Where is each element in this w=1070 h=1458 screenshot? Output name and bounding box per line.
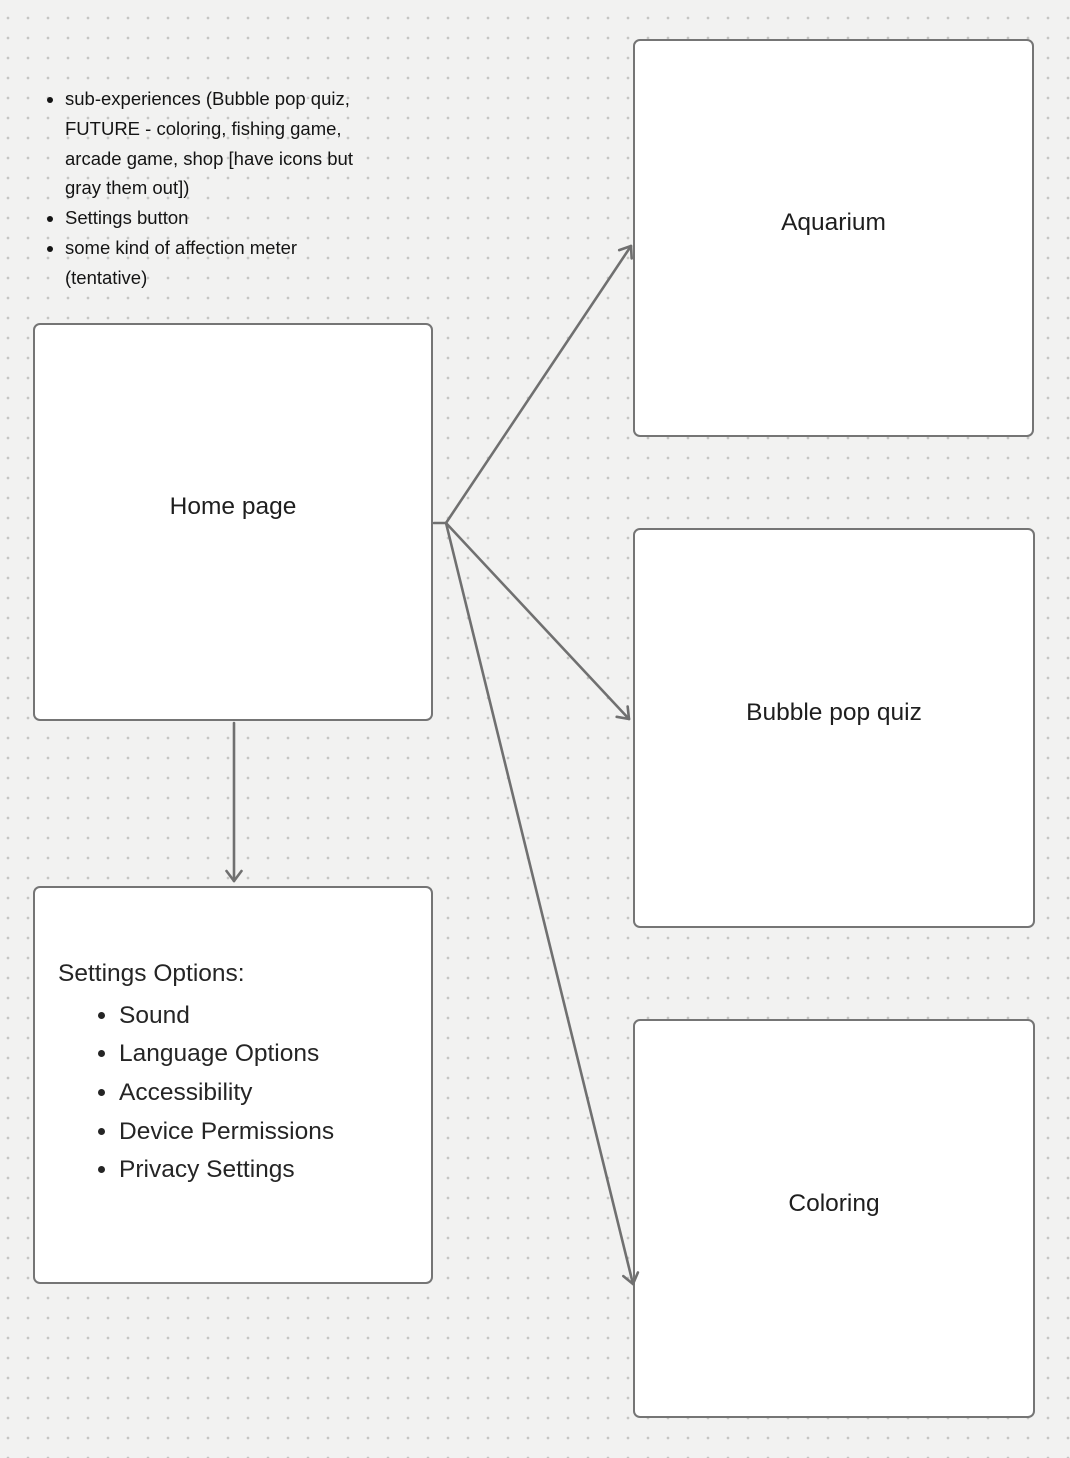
- notes-list: sub-experiences (Bubble pop quiz, FUTURE…: [28, 84, 380, 293]
- arrow-home-to-aquarium[interactable]: [444, 244, 633, 525]
- list-item: Privacy Settings: [119, 1151, 411, 1190]
- node-bubble-pop-quiz[interactable]: Bubble pop quiz: [633, 528, 1035, 928]
- node-coloring-label: Coloring: [788, 1189, 880, 1217]
- arrow-home-to-bubble-quiz[interactable]: [444, 521, 631, 721]
- list-item: Sound: [119, 997, 411, 1036]
- settings-options-list: SoundLanguage OptionsAccessibilityDevice…: [58, 997, 411, 1190]
- settings-options-heading: Settings Options:: [58, 960, 245, 987]
- list-item: sub-experiences (Bubble pop quiz, FUTURE…: [65, 84, 380, 203]
- notes-text-block[interactable]: sub-experiences (Bubble pop quiz, FUTURE…: [28, 84, 380, 293]
- list-item: Accessibility: [119, 1074, 411, 1113]
- list-item: Language Options: [119, 1035, 411, 1074]
- node-aquarium-label: Aquarium: [781, 209, 886, 237]
- node-home-page-label: Home page: [169, 493, 297, 521]
- list-item: some kind of affection meter (tentative): [65, 233, 380, 293]
- list-item: Device Permissions: [119, 1113, 411, 1152]
- node-aquarium[interactable]: Aquarium: [633, 39, 1034, 437]
- node-home-page[interactable]: Home page: [33, 323, 433, 721]
- arrow-home-to-coloring[interactable]: [444, 521, 640, 1286]
- list-item: Settings button: [65, 203, 380, 233]
- node-coloring[interactable]: Coloring: [633, 1019, 1035, 1418]
- node-settings-options[interactable]: Settings Options: SoundLanguage OptionsA…: [33, 886, 433, 1284]
- node-bubble-pop-quiz-label: Bubble pop quiz: [746, 699, 922, 727]
